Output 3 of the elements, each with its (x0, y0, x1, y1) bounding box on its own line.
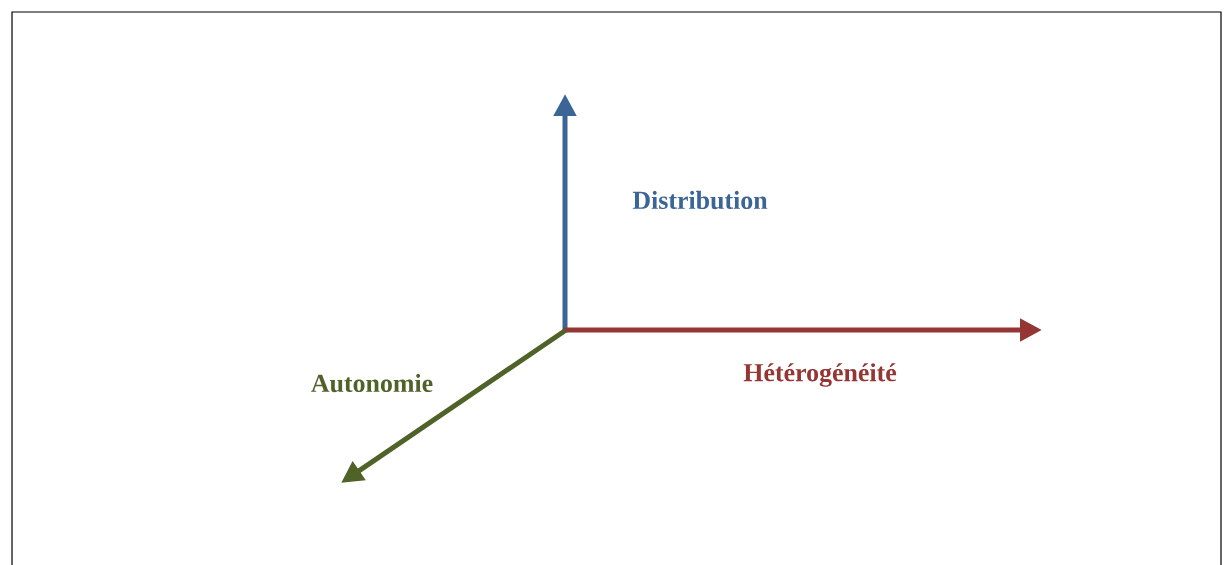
axis-label: Hétérogénéité (743, 363, 897, 387)
axis-label: Autonomie (311, 373, 433, 393)
axis-label: Distribution (632, 190, 768, 210)
